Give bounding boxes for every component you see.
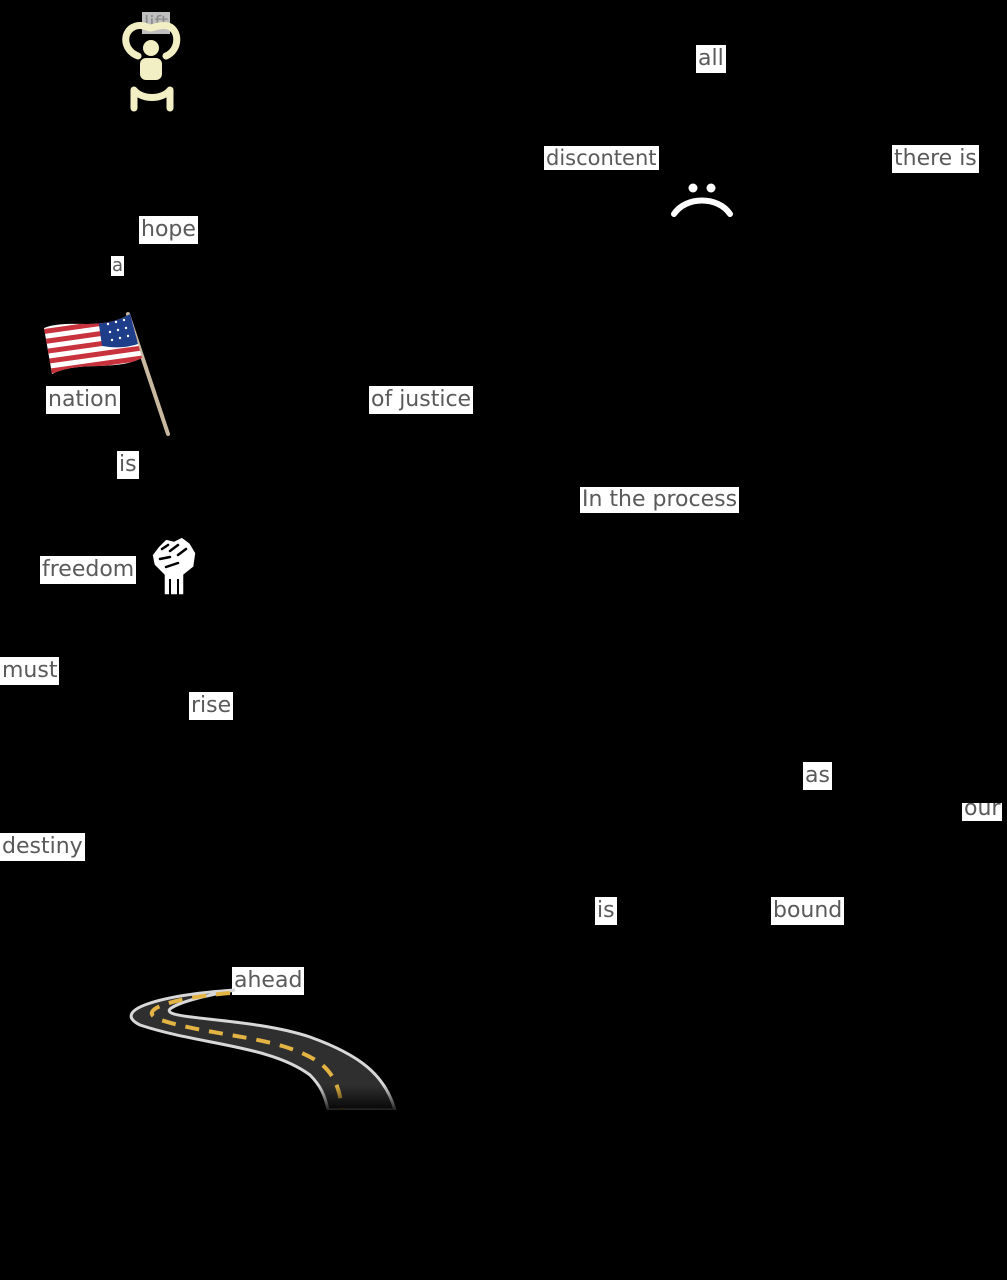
sad-face-icon: [671, 183, 733, 217]
word-in-the-process: In the process: [580, 487, 740, 513]
word-hope: hope: [139, 216, 198, 244]
word-our: our: [962, 803, 1003, 821]
word-freedom: freedom: [40, 556, 137, 584]
word-bound: bound: [771, 897, 845, 925]
word-as: as: [803, 762, 832, 790]
word-is-second: is: [595, 897, 617, 925]
winding-road-icon: [120, 985, 400, 1110]
word-of-justice: of justice: [369, 386, 474, 414]
word-rise: rise: [189, 692, 234, 720]
word-discontent: discontent: [544, 146, 659, 170]
word-nation: nation: [46, 386, 120, 414]
word-all: all: [696, 45, 726, 73]
word-must: must: [0, 657, 60, 685]
american-flag-icon: [44, 312, 170, 436]
word-there-is: there is: [892, 145, 979, 173]
person-lifting-icon: [122, 21, 181, 112]
word-a: a: [111, 255, 125, 276]
word-destiny: destiny: [0, 833, 85, 861]
word-is: is: [117, 451, 139, 479]
raised-fist-icon: [151, 536, 197, 596]
